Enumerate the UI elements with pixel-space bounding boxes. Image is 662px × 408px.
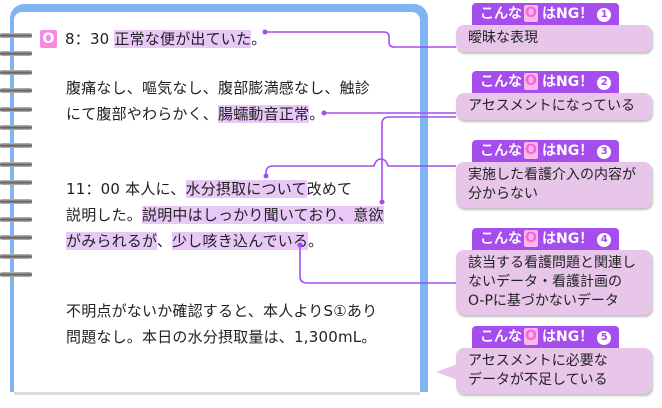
spiral-ring [0,180,32,186]
spiral-ring [0,253,32,259]
spiral-ring [0,198,32,204]
time-830: 8：30 [65,30,115,48]
spiral-ring [0,235,32,241]
ng-box-4: 該当する看護問題と関連しないデータ・看護計画の O-Pに基づかないデータ [456,250,652,315]
number-circle-icon: 3 [597,145,612,159]
number-circle-icon: 2 [597,76,612,90]
spiral-ring [0,33,32,38]
ng-text-line: 分からない [468,186,538,202]
spiral-ring [0,161,32,167]
spiral-ring [0,69,32,75]
text: 問題なし。本日の水分摂取量は、1,300mL。 [66,328,377,346]
highlight-3: 水分摂取について [185,180,307,198]
punct: 、 [156,232,173,250]
ng-box-3: 実施した看護介入の内容が分からない [456,162,652,208]
number-circle-icon: 1 [597,8,612,22]
o-badge: O [40,30,57,48]
highlight-4a: 説明中はしっかり聞いており、意欲 [142,206,384,224]
text: 不明点がないか確認すると、本人よりS①あり [66,302,378,320]
spiral-ring [0,88,32,94]
tab-suffix: はNG！ [542,231,594,247]
number-circle-icon: 5 [597,331,612,345]
punct: 。 [309,105,325,123]
spiral-ring [0,217,32,222]
notebook-page [14,12,420,395]
o-badge: O [524,142,538,159]
spiral-ring [0,143,32,149]
o-badge: O [524,5,538,22]
notebook-frame [10,4,428,395]
ng-text-line: データが不足している [468,372,608,388]
tab-prefix: こんな [480,329,522,345]
ng-text-line: 実施した看護介入の内容が [468,167,636,183]
callout-tail [436,364,458,380]
punct: 。 [308,232,324,250]
ng-text-line: 該当する看護問題と関連し [468,255,636,271]
text: にて腹部やわらかく、 [66,105,219,123]
text: 説明した。 [66,206,143,224]
highlight-4c: 少し咳き込んでいる [172,232,309,250]
time-1100: 11：00 本人に、 [66,180,186,198]
ng-text-line: アセスメントに必要な [468,353,608,369]
highlight-4b: がみられるが [66,232,157,250]
ng-box-1: 曖昧な表現 [456,25,652,52]
o-badge: O [524,73,538,90]
ng-text-line: ないデータ・看護計画の [468,274,622,290]
text: 改めて [306,180,353,198]
o-badge: O [524,328,538,345]
tab-prefix: こんな [480,231,522,247]
note-line-6: がみられるが、少し咳き込んでいる。 [66,228,323,254]
ng-box-2: アセスメントになっている [456,93,652,120]
note-line-5: 説明した。説明中はしっかり聞いており、意欲 [66,202,384,228]
tab-suffix: はNG！ [542,6,594,22]
highlight-1: 正常な便が出ていた [114,30,252,48]
note-line-3: にて腹部やわらかく、腸蠕動音正常。 [66,101,324,127]
ng-box-5: アセスメントに必要なデータが不足している [456,348,652,394]
ng-text-line: アセスメントになっている [468,98,636,114]
ng-text-line: O-Pに基づかないデータ [468,293,619,309]
tab-prefix: こんな [480,74,522,90]
note-line-4: 11：00 本人に、水分摂取について改めて [66,176,352,202]
note-line-2: 腹痛なし、嘔気なし、腹部膨満感なし、触診 [66,75,370,101]
spiral-ring [0,125,32,130]
spiral-ring [0,272,32,278]
tab-suffix: はNG！ [542,74,594,90]
ng-text-line: 曖昧な表現 [468,30,538,46]
note-line-1: O 8：30 正常な便が出ていた。 [40,26,266,52]
punct: 。 [251,30,267,48]
tab-suffix: はNG！ [542,143,594,159]
text: 腹痛なし、嘔気なし、腹部膨満感なし、触診 [66,79,371,97]
note-line-7: 不明点がないか確認すると、本人よりS①あり [66,298,377,324]
tab-prefix: こんな [480,6,522,22]
tab-prefix: こんな [480,143,522,159]
tab-suffix: はNG！ [542,329,594,345]
o-badge: O [524,230,538,247]
highlight-2: 腸蠕動音正常 [218,105,310,123]
note-line-8: 問題なし。本日の水分摂取量は、1,300mL。 [66,324,377,350]
spiral-ring [0,106,32,112]
number-circle-icon: 4 [597,233,612,247]
spiral-ring [0,51,32,57]
